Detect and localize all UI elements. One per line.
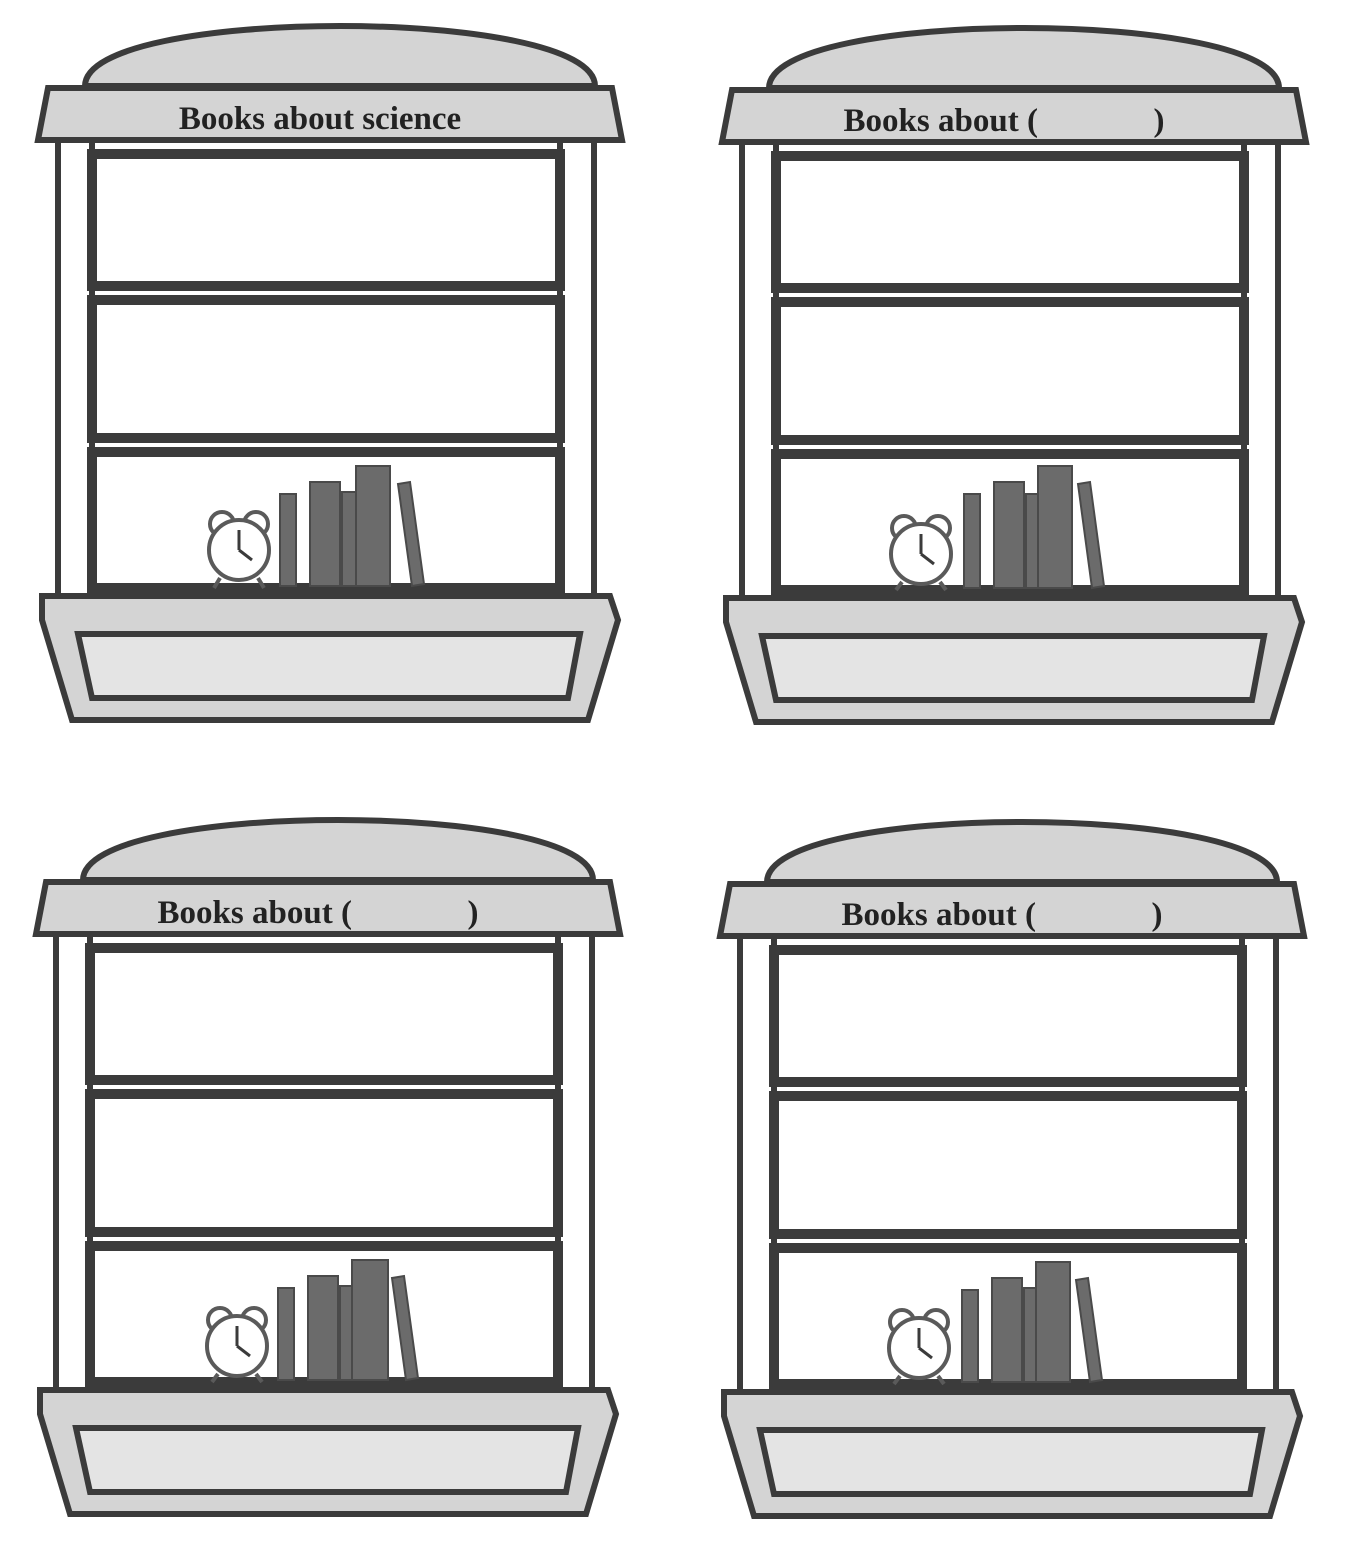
- bookcase-right-post: [1239, 933, 1279, 1399]
- book-icon: [339, 1285, 353, 1381]
- book-stack: [279, 465, 426, 588]
- book-icon: [993, 481, 1025, 589]
- book-icon: [991, 1277, 1023, 1383]
- book-icon: [1074, 1276, 1104, 1384]
- bookcase-blank-3: Books about ( ): [702, 804, 1308, 1544]
- alarm-clock-icon: [205, 1306, 269, 1384]
- book-icon: [1076, 480, 1106, 590]
- book-stack: [963, 465, 1106, 590]
- shelf-top: [85, 943, 563, 1085]
- bookcase-science: Books about science: [20, 8, 626, 748]
- book-icon: [351, 1259, 389, 1381]
- bookcase-dome: [79, 817, 597, 883]
- book-icon: [309, 481, 341, 587]
- bookcase-sign-board: [32, 879, 624, 937]
- bookcase-left-post: [55, 137, 95, 603]
- book-icon: [1037, 465, 1073, 589]
- bookcase-dome: [763, 819, 1281, 885]
- book-stack: [961, 1261, 1104, 1384]
- shelf-middle: [85, 1089, 563, 1237]
- bookcase-sign-board: [718, 87, 1310, 145]
- bookcase-right-post: [1241, 139, 1281, 605]
- bookcase-drawer: [756, 1427, 1266, 1497]
- book-stack: [277, 1259, 420, 1382]
- bookcase-illustration: [32, 817, 624, 1517]
- bookcase-dome: [81, 23, 599, 89]
- shelf-middle: [87, 295, 565, 443]
- bookcase-drawer: [72, 1425, 582, 1495]
- shelf-top: [769, 945, 1247, 1087]
- bookcase-left-post: [53, 931, 93, 1397]
- bookcase-sign-board: [34, 85, 626, 143]
- alarm-clock-icon: [889, 514, 953, 592]
- bookcase-blank-1: Books about ( ): [704, 10, 1310, 750]
- book-icon: [1025, 493, 1039, 589]
- book-icon: [277, 1287, 295, 1381]
- bookcase-left-post: [739, 139, 779, 605]
- bookcase-illustration: [716, 819, 1308, 1519]
- bookcase-sign-board: [716, 881, 1308, 939]
- shelf-top: [771, 151, 1249, 293]
- bookcase-drawer: [74, 631, 584, 701]
- book-icon: [1023, 1287, 1037, 1383]
- bookcase-drawer: [758, 633, 1268, 703]
- bookcase-right-post: [557, 137, 597, 603]
- bookcase-right-post: [555, 931, 595, 1397]
- bookcase-illustration: [34, 23, 626, 723]
- alarm-clock-icon: [887, 1308, 951, 1386]
- shelf-middle: [769, 1091, 1247, 1239]
- worksheet-page: { "bookcases": [ { "label": "Books about…: [20, 8, 1310, 1519]
- book-icon: [396, 480, 426, 588]
- book-icon: [307, 1275, 339, 1381]
- bookcase-dome: [765, 25, 1283, 91]
- book-icon: [1035, 1261, 1071, 1383]
- shelf-top: [87, 149, 565, 291]
- alarm-clock-icon: [207, 510, 271, 590]
- book-icon: [341, 491, 357, 587]
- book-icon: [279, 493, 297, 587]
- bookcase-blank-2: Books about ( ): [18, 802, 624, 1542]
- bookcase-label: Books about ( ): [841, 897, 1163, 933]
- book-icon: [355, 465, 391, 587]
- bookcase-illustration: [718, 25, 1310, 725]
- shelf-middle: [771, 297, 1249, 445]
- bookcase-label: Books about science: [178, 101, 462, 137]
- book-icon: [390, 1274, 420, 1382]
- bookcase-left-post: [737, 933, 777, 1399]
- book-icon: [963, 493, 981, 589]
- bookcase-label: Books about ( ): [843, 103, 1165, 139]
- book-icon: [961, 1289, 979, 1383]
- bookcase-label: Books about ( ): [157, 895, 479, 931]
